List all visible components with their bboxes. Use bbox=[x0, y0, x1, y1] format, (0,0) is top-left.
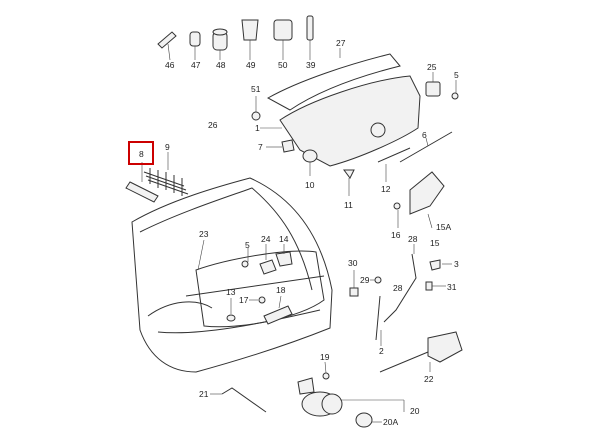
part-20-cylinder bbox=[297, 377, 405, 417]
label-20: 20 bbox=[410, 406, 420, 416]
label-2: 2 bbox=[379, 346, 384, 356]
part-49-bracket bbox=[241, 19, 259, 60]
part-25-handle bbox=[425, 72, 441, 97]
label-18: 18 bbox=[276, 285, 286, 295]
label-15a: 15A bbox=[436, 222, 451, 232]
part-28-rod bbox=[383, 244, 417, 323]
label-10: 10 bbox=[305, 180, 315, 190]
label-26: 26 bbox=[208, 120, 218, 130]
part-13-pad bbox=[226, 298, 236, 322]
part-2-cable bbox=[375, 295, 382, 346]
label-51: 51 bbox=[251, 84, 261, 94]
label-5-top: 5 bbox=[454, 70, 459, 80]
label-21: 21 bbox=[199, 389, 209, 399]
part-3-clip bbox=[429, 259, 452, 271]
label-47: 47 bbox=[191, 60, 201, 70]
label-25: 25 bbox=[427, 62, 437, 72]
part-46-clip bbox=[157, 31, 177, 61]
label-22: 22 bbox=[424, 374, 434, 384]
label-17: 17 bbox=[239, 295, 249, 305]
label-23: 23 bbox=[199, 229, 209, 239]
label-16: 16 bbox=[391, 230, 401, 240]
label-50: 50 bbox=[278, 60, 288, 70]
part-48-bumper bbox=[212, 28, 228, 60]
part-9-spring bbox=[143, 152, 189, 196]
label-3: 3 bbox=[454, 259, 459, 269]
label-15: 15 bbox=[430, 238, 440, 248]
label-48: 48 bbox=[216, 60, 226, 70]
part-47-grommet bbox=[189, 31, 201, 60]
part-23-seal bbox=[195, 239, 325, 328]
label-6: 6 bbox=[422, 130, 427, 140]
part-22-actuator bbox=[379, 331, 463, 373]
label-39: 39 bbox=[306, 60, 316, 70]
label-28: 28 bbox=[408, 234, 418, 244]
label-9: 9 bbox=[165, 142, 170, 152]
part-20a-key-cylinder bbox=[355, 412, 382, 428]
label-14: 14 bbox=[279, 234, 289, 244]
car-rear-body bbox=[131, 177, 333, 373]
part-18-striker bbox=[263, 295, 293, 325]
part-7-clip bbox=[266, 139, 295, 153]
label-8: 8 bbox=[139, 149, 144, 159]
label-13: 13 bbox=[226, 287, 236, 297]
part-21-rod bbox=[210, 387, 267, 413]
label-46: 46 bbox=[165, 60, 175, 70]
label-31: 31 bbox=[447, 282, 457, 292]
part-19-screw bbox=[322, 361, 330, 380]
part-5-screw-top bbox=[451, 80, 459, 100]
label-27: 27 bbox=[336, 38, 346, 48]
part-50-cap bbox=[273, 19, 293, 60]
part-6-strip bbox=[399, 131, 453, 163]
trunk-lid bbox=[260, 48, 421, 167]
part-10-emblem bbox=[302, 149, 318, 176]
label-28b: 28 bbox=[393, 283, 403, 293]
part-14-hinge bbox=[275, 244, 293, 267]
label-7: 7 bbox=[258, 142, 263, 152]
part-5-screw-left bbox=[241, 248, 249, 268]
label-24: 24 bbox=[261, 234, 271, 244]
label-11: 11 bbox=[344, 200, 353, 210]
label-29: 29 bbox=[360, 275, 370, 285]
part-24-hinge bbox=[259, 244, 277, 275]
part-17-screw bbox=[249, 296, 266, 304]
part-15-lock bbox=[409, 171, 445, 229]
callout-labels: 46 47 48 49 50 39 27 25 5 51 26 1 6 7 8 … bbox=[139, 38, 459, 427]
part-12-rod bbox=[377, 147, 411, 182]
part-31-pin bbox=[425, 281, 446, 291]
part-8-highlight-box bbox=[128, 141, 154, 165]
label-49: 49 bbox=[246, 60, 256, 70]
label-19: 19 bbox=[320, 352, 330, 362]
label-1: 1 bbox=[255, 123, 260, 133]
label-20a: 20A bbox=[383, 417, 398, 427]
part-11-plug bbox=[343, 169, 355, 196]
part-29-screw bbox=[370, 276, 382, 284]
label-30: 30 bbox=[348, 258, 358, 268]
label-5-left: 5 bbox=[245, 240, 250, 250]
label-12: 12 bbox=[381, 184, 391, 194]
part-8-spring-cover bbox=[125, 162, 159, 203]
part-51-buffer bbox=[251, 96, 261, 121]
part-30-clip bbox=[349, 270, 359, 297]
part-39-pin bbox=[306, 15, 314, 60]
part-16-screw bbox=[393, 202, 401, 228]
